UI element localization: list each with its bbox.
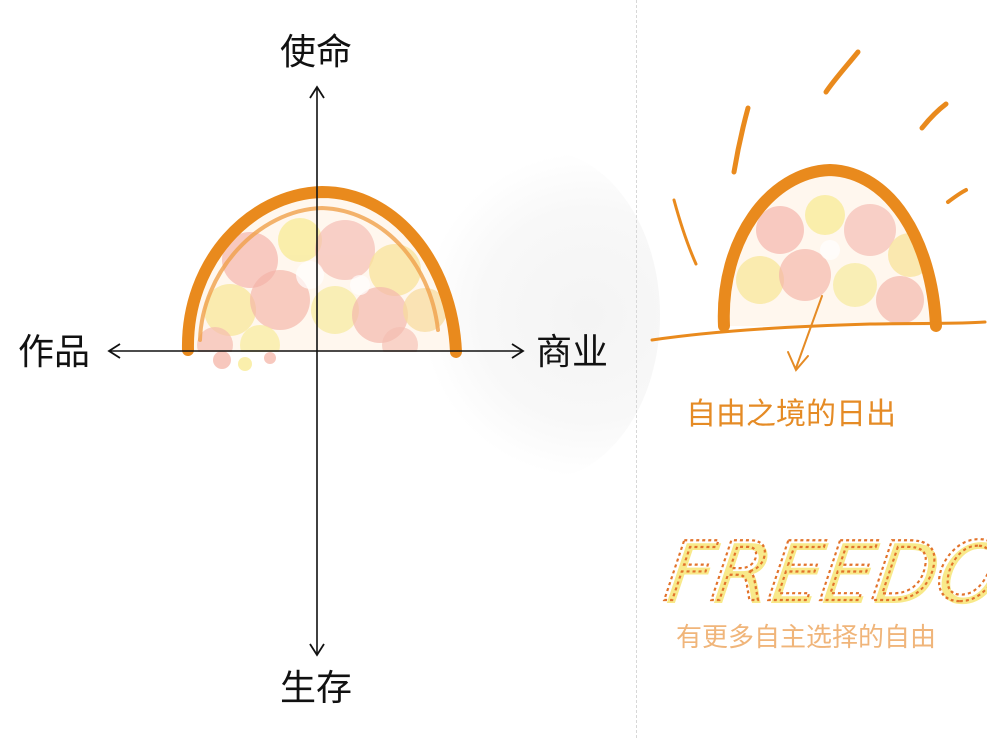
sun-ray [823, 49, 861, 95]
quadrant-diagram: 使命 生存 作品 商业 [18, 32, 608, 709]
sunrise-illustration-panel: 自由之境的日出 FREEDOM! FREEDOM! 有更多自主选择的自由 [640, 0, 987, 738]
axis-label-right: 商业 [536, 332, 608, 373]
dome-arc [181, 185, 462, 358]
freedom-headline-shadow: FREEDOM! [662, 528, 987, 623]
horizon-line [650, 320, 987, 342]
sun-watercolor-fill [722, 172, 936, 326]
freedom-subline: 有更多自主选择的自由 [676, 623, 936, 653]
caption-arrow [787, 295, 823, 372]
faint-background-arc [420, 150, 660, 480]
sun-ray [946, 188, 968, 204]
dome-watercolor-fill [188, 192, 456, 352]
sunrise-illustration: 自由之境的日出 FREEDOM! FREEDOM! 有更多自主选择的自由 [650, 49, 987, 653]
dome-drips [213, 351, 276, 371]
sun-ray [672, 198, 698, 266]
sun-rays [672, 49, 968, 266]
freedom-headline: FREEDOM! FREEDOM! [658, 524, 987, 623]
panel-divider [636, 0, 637, 738]
sun-ray [731, 105, 751, 175]
sunrise-caption: 自由之境的日出 [686, 397, 896, 432]
quadrant-diagram-panel: 使命 生存 作品 商业 [18, 32, 608, 709]
freedom-headline-text: FREEDOM! [659, 525, 987, 620]
sun-ray [919, 101, 949, 131]
sun-arc [717, 163, 942, 332]
dome-arc-inner [198, 205, 440, 342]
axis-label-top: 使命 [280, 32, 352, 73]
axis-label-left: 作品 [18, 332, 90, 373]
axis-label-bottom: 生存 [280, 668, 352, 709]
